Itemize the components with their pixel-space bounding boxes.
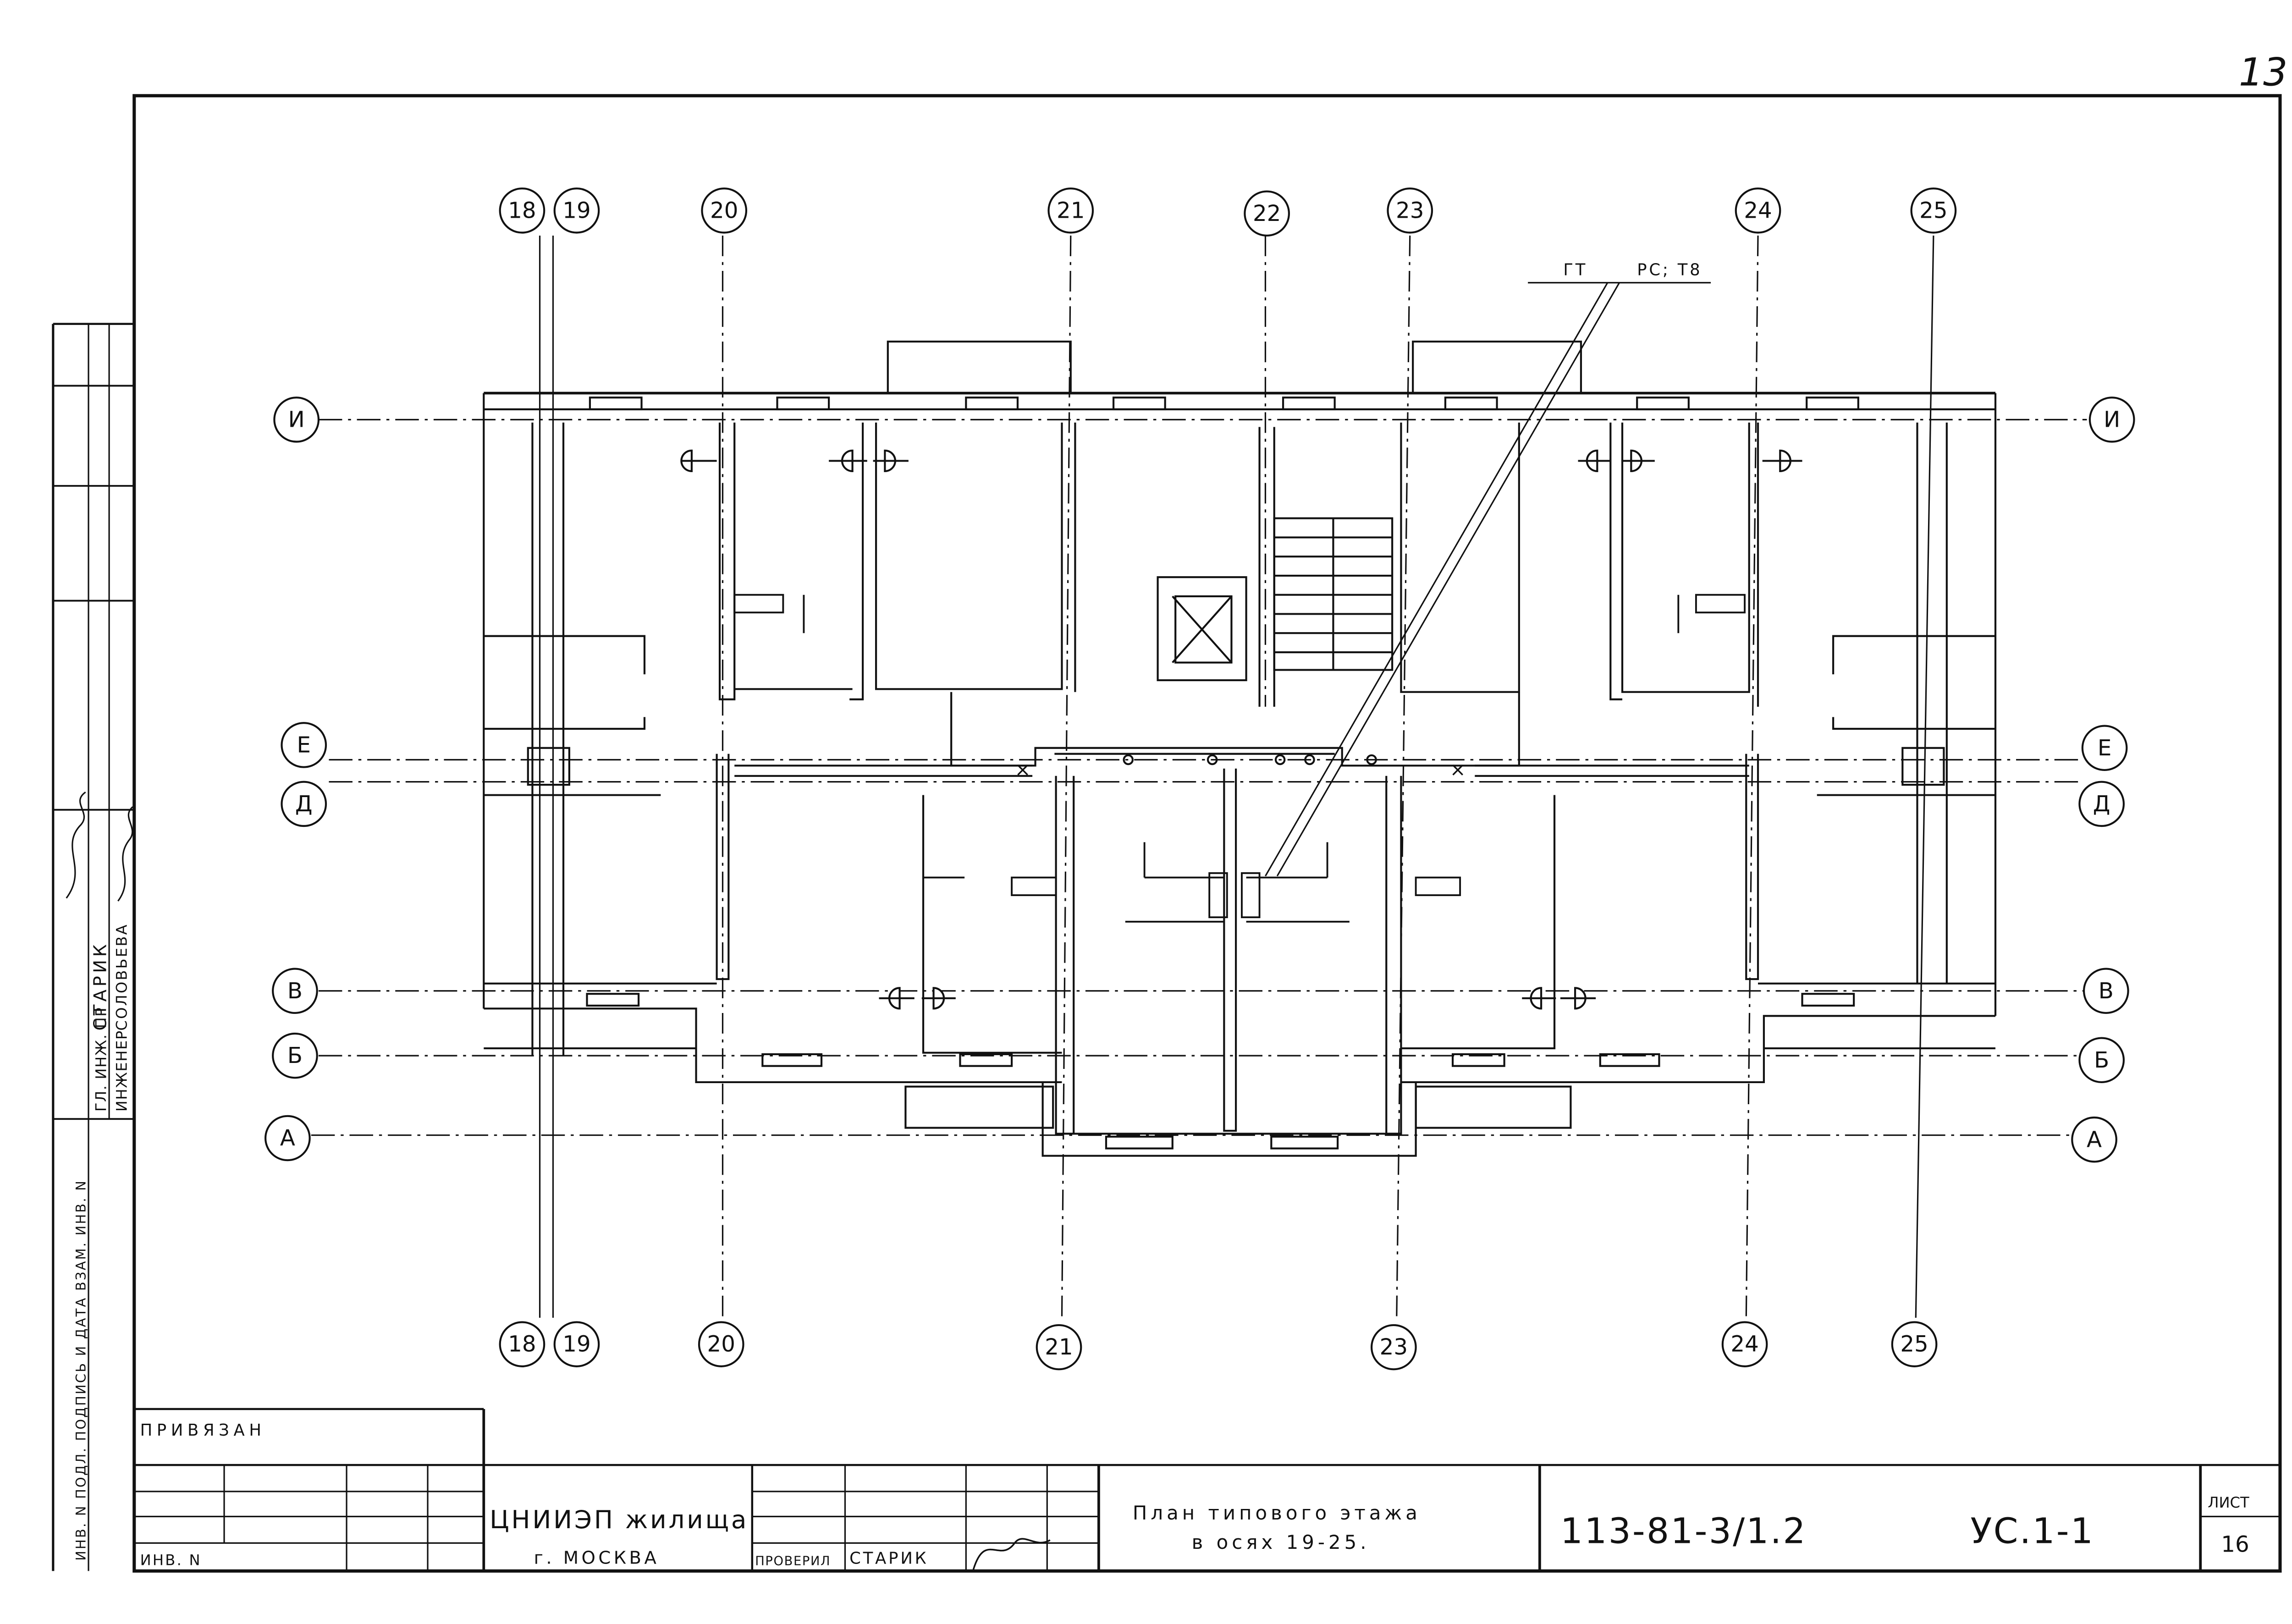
axis-row-V-right: В: [2099, 978, 2114, 1004]
sheet-frame: [52, 94, 2282, 1573]
radiator-symbols: [680, 449, 1802, 1010]
axis-top-20: 20: [710, 198, 738, 223]
axis-bottom-24: 24: [1730, 1332, 1758, 1357]
axis-top-19: 19: [562, 198, 590, 223]
axis-bottom-19: 19: [562, 1332, 590, 1357]
axis-top-24: 24: [1744, 198, 1772, 223]
riser-leader: × ×: [1015, 282, 1711, 877]
row-axis-markers: [264, 396, 2135, 1163]
project-code: 113-81-3/1.2: [1560, 1510, 1807, 1552]
axis-top-18: 18: [508, 198, 536, 223]
engineer-name: СОЛОВЬЕВА: [113, 923, 131, 1030]
vertical-axis-lines: [539, 235, 1934, 1318]
stamp-signature-2: [117, 806, 133, 902]
axis-row-D-left: Д: [295, 791, 313, 817]
engineer-label: ИНЖЕНЕР: [113, 1030, 131, 1112]
inventory-caption: ИНВ. N ПОДЛ. ПОДПИСЬ И ДАТА ВЗАМ. ИНВ. N: [73, 1179, 89, 1561]
checker-signature: [972, 1538, 1051, 1570]
lead-engineer-label: ГЛ. ИНЖ. ПР: [93, 1007, 110, 1112]
horizontal-axis-lines: [311, 418, 2087, 1136]
title-block-grid: [134, 1408, 2280, 1571]
building-walls: [483, 341, 1997, 1157]
drawing-code: УС.1-1: [1970, 1510, 2094, 1552]
axis-row-B-left: Б: [287, 1043, 303, 1068]
axis-bottom-23: 23: [1380, 1334, 1408, 1360]
axis-row-B-right: Б: [2094, 1047, 2109, 1073]
bottom-axis-labels: 18 19 20 21 23 24 25: [508, 1332, 1928, 1360]
sheet-title-line-1: План типового этажа: [1133, 1502, 1421, 1524]
axis-top-23: 23: [1396, 198, 1424, 223]
riser-label-gas: ГТ: [1563, 261, 1587, 280]
bottom-axis-markers: [499, 1321, 1938, 1371]
sheet-number: 16: [2221, 1532, 2249, 1558]
svg-text:×: ×: [1015, 758, 1031, 781]
axis-bottom-18: 18: [508, 1332, 536, 1357]
svg-text:×: ×: [1450, 758, 1466, 781]
axis-row-A-right: А: [2087, 1127, 2102, 1152]
axis-bottom-21: 21: [1045, 1334, 1073, 1360]
axis-row-I-right: И: [2104, 407, 2120, 433]
axis-bottom-20: 20: [707, 1332, 735, 1357]
sheet-corner-mark: 13: [2239, 50, 2287, 94]
axis-row-E-left: Е: [297, 732, 311, 758]
axis-row-I-left: И: [288, 407, 305, 433]
sheet-label: ЛИСТ: [2208, 1494, 2249, 1511]
axis-top-22: 22: [1253, 201, 1281, 226]
kitchen-fixtures: [733, 594, 1746, 923]
top-axis-labels: 18 19 20 21 22 23 24 25: [508, 198, 1947, 226]
organization-city: г. МОСКВА: [534, 1547, 660, 1568]
axis-bottom-25: 25: [1900, 1332, 1928, 1357]
organization-name: ЦНИИЭП жилища: [490, 1505, 749, 1534]
axis-row-E-right: Е: [2098, 735, 2111, 761]
axis-row-V-left: В: [287, 978, 303, 1004]
axis-top-25: 25: [1919, 198, 1947, 223]
sheet-title-line-2: в осях 19-25.: [1192, 1531, 1370, 1553]
top-axis-markers: [499, 187, 1957, 237]
attached-label: ПРИВЯЗАН: [140, 1421, 266, 1440]
row-axis-labels: И И Е Е Д Д В В Б Б А А: [280, 407, 2120, 1153]
lead-engineer-name: СТАРИК: [90, 941, 111, 1031]
axis-top-21: 21: [1057, 198, 1085, 223]
checked-by-name: СТАРИК: [849, 1549, 928, 1568]
checked-by-label: ПРОВЕРИЛ: [755, 1554, 831, 1569]
inventory-number-label: ИНВ. N: [140, 1552, 202, 1569]
axis-row-A-left: А: [280, 1125, 295, 1151]
side-stamp: ГЛ. ИНЖ. ПР СТАРИК ИНЖЕНЕР СОЛОВЬЕВА ИНВ…: [66, 791, 133, 1561]
riser-label-water: РС; Т8: [1637, 261, 1702, 280]
stamp-signature-1: [66, 791, 86, 899]
axis-row-D-right: Д: [2093, 791, 2110, 817]
